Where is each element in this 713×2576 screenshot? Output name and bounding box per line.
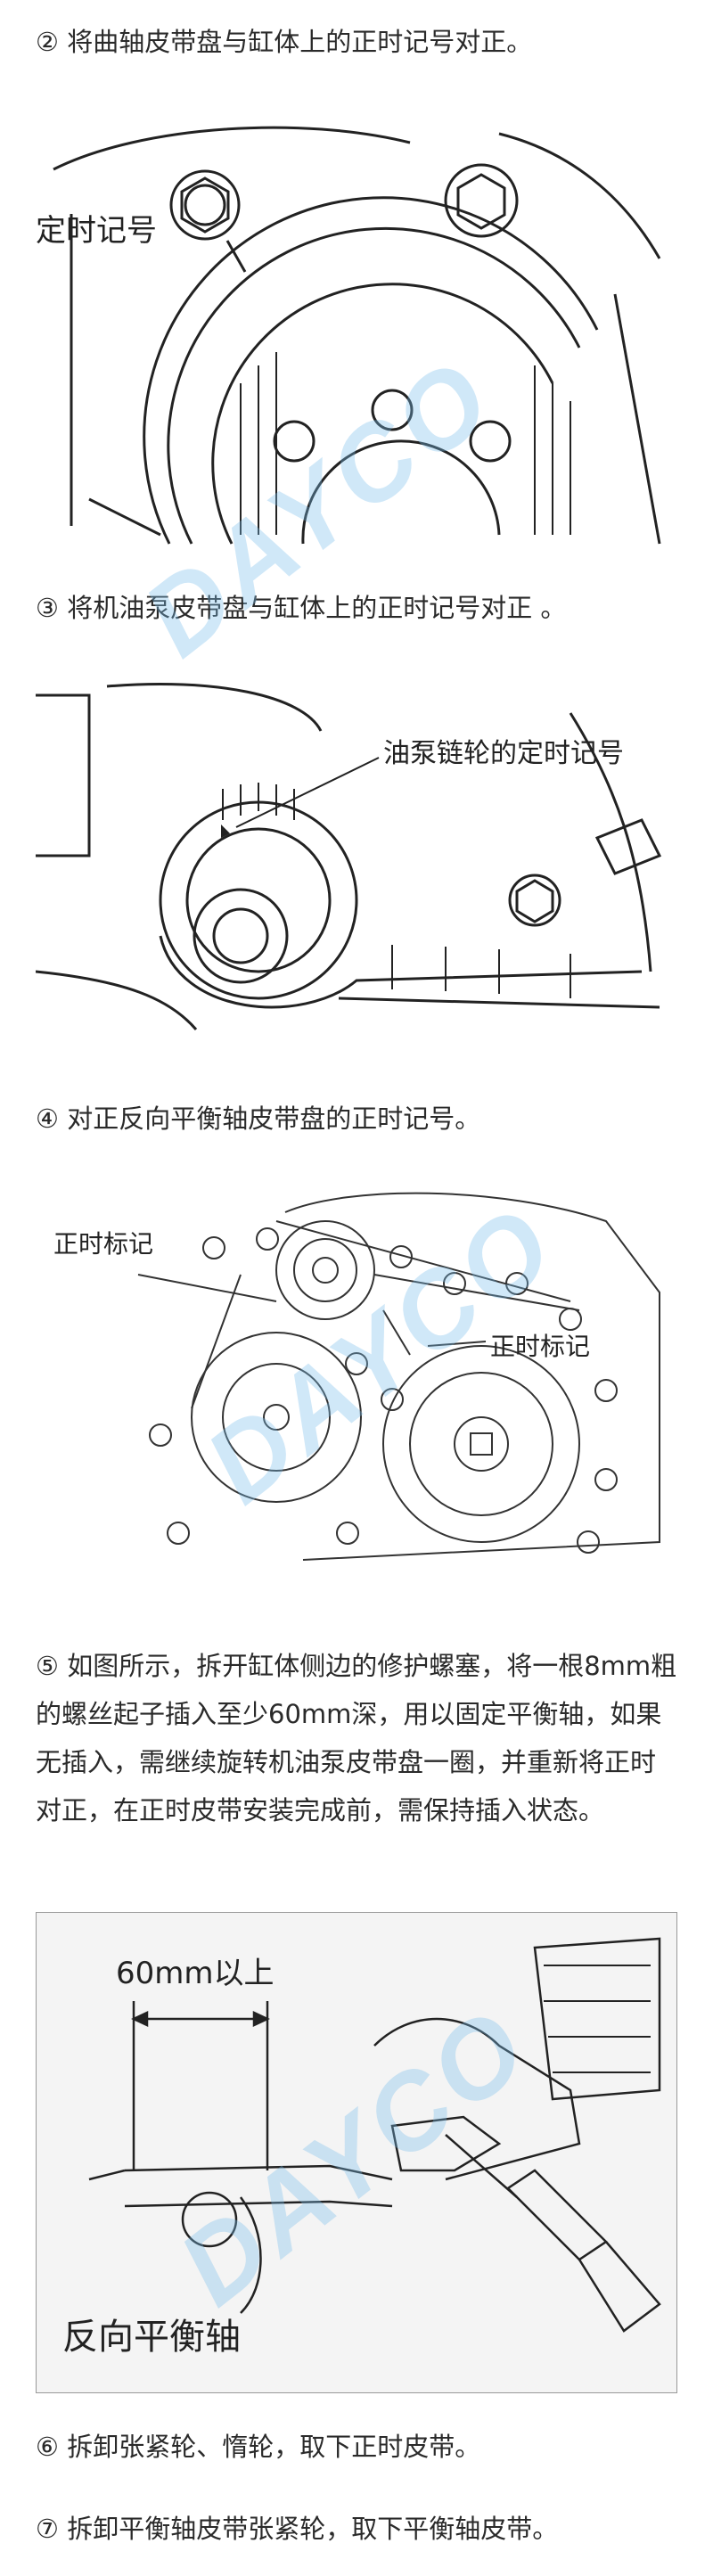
fig1-timing-mark-label: 定时记号 (36, 213, 157, 249)
figure-screwdriver-insertion: 60mm以上 反向平衡轴 (36, 1912, 677, 2393)
fig4-balance-shaft-label: 反向平衡轴 (62, 2317, 241, 2358)
crankshaft-pulley-drawing: 定时记号 (36, 116, 677, 553)
step-6-text: ⑥ 拆卸张紧轮、惰轮，取下正时皮带。 (36, 2432, 481, 2462)
figure-balance-shaft-pulley: 正时标记 正时标记 (36, 1185, 677, 1578)
balance-shaft-drawing: 正时标记 正时标记 (36, 1185, 677, 1578)
step-3-text: ③ 将机油泵皮带盘与缸体上的正时记号对正 。 (36, 593, 567, 623)
figure-oil-pump-pulley: 油泵链轮的定时记号 (36, 677, 677, 1034)
step-4-text: ④ 对正反向平衡轴皮带盘的正时记号。 (36, 1103, 481, 1134)
screwdriver-insertion-drawing: 60mm以上 反向平衡轴 (36, 1912, 677, 2393)
fig4-depth-label: 60mm以上 (116, 1956, 275, 1991)
fig2-oil-pump-mark-label: 油泵链轮的定时记号 (383, 738, 624, 769)
fig3-right-mark-label: 正时标记 (490, 1332, 590, 1361)
fig3-left-mark-label: 正时标记 (53, 1229, 153, 1259)
oil-pump-pulley-drawing: 油泵链轮的定时记号 (36, 677, 677, 1034)
step-7-text: ⑦ 拆卸平衡轴皮带张紧轮，取下平衡轴皮带。 (36, 2514, 559, 2544)
step-2-text: ② 将曲轴皮带盘与缸体上的正时记号对正。 (36, 27, 533, 57)
figure-crankshaft-pulley: 定时记号 (36, 116, 677, 553)
step-5-text: ⑤ 如图所示，拆开缸体侧边的修护螺塞，将一根8mm粗的螺丝起子插入至少60mm深… (36, 1651, 677, 1825)
